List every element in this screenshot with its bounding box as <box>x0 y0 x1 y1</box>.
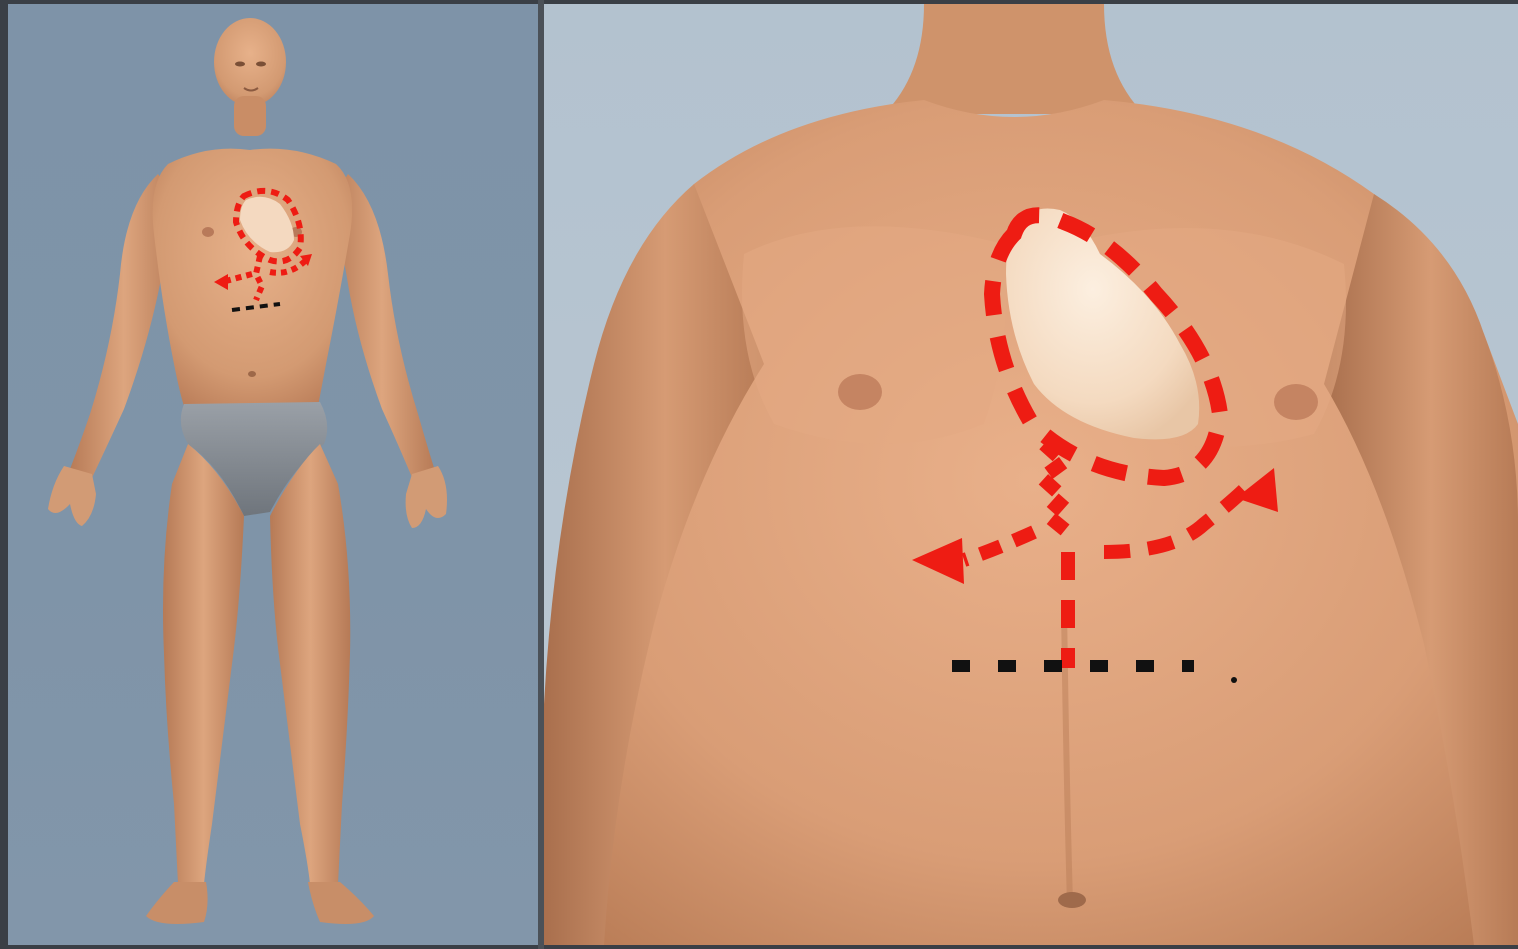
chest-closeup-panel <box>544 4 1518 945</box>
navel <box>1058 892 1086 908</box>
left-nipple <box>838 374 882 410</box>
full-body-figure <box>8 4 538 945</box>
epigastric-dot <box>1231 677 1237 683</box>
neck <box>884 4 1144 114</box>
chest-closeup-figure <box>544 4 1518 945</box>
torso <box>153 149 353 406</box>
right-leg <box>270 444 374 924</box>
full-body-panel <box>8 4 538 945</box>
right-nipple <box>1274 384 1318 420</box>
left-pectoral <box>742 226 1007 444</box>
head <box>214 18 286 136</box>
left-leg <box>146 444 244 924</box>
